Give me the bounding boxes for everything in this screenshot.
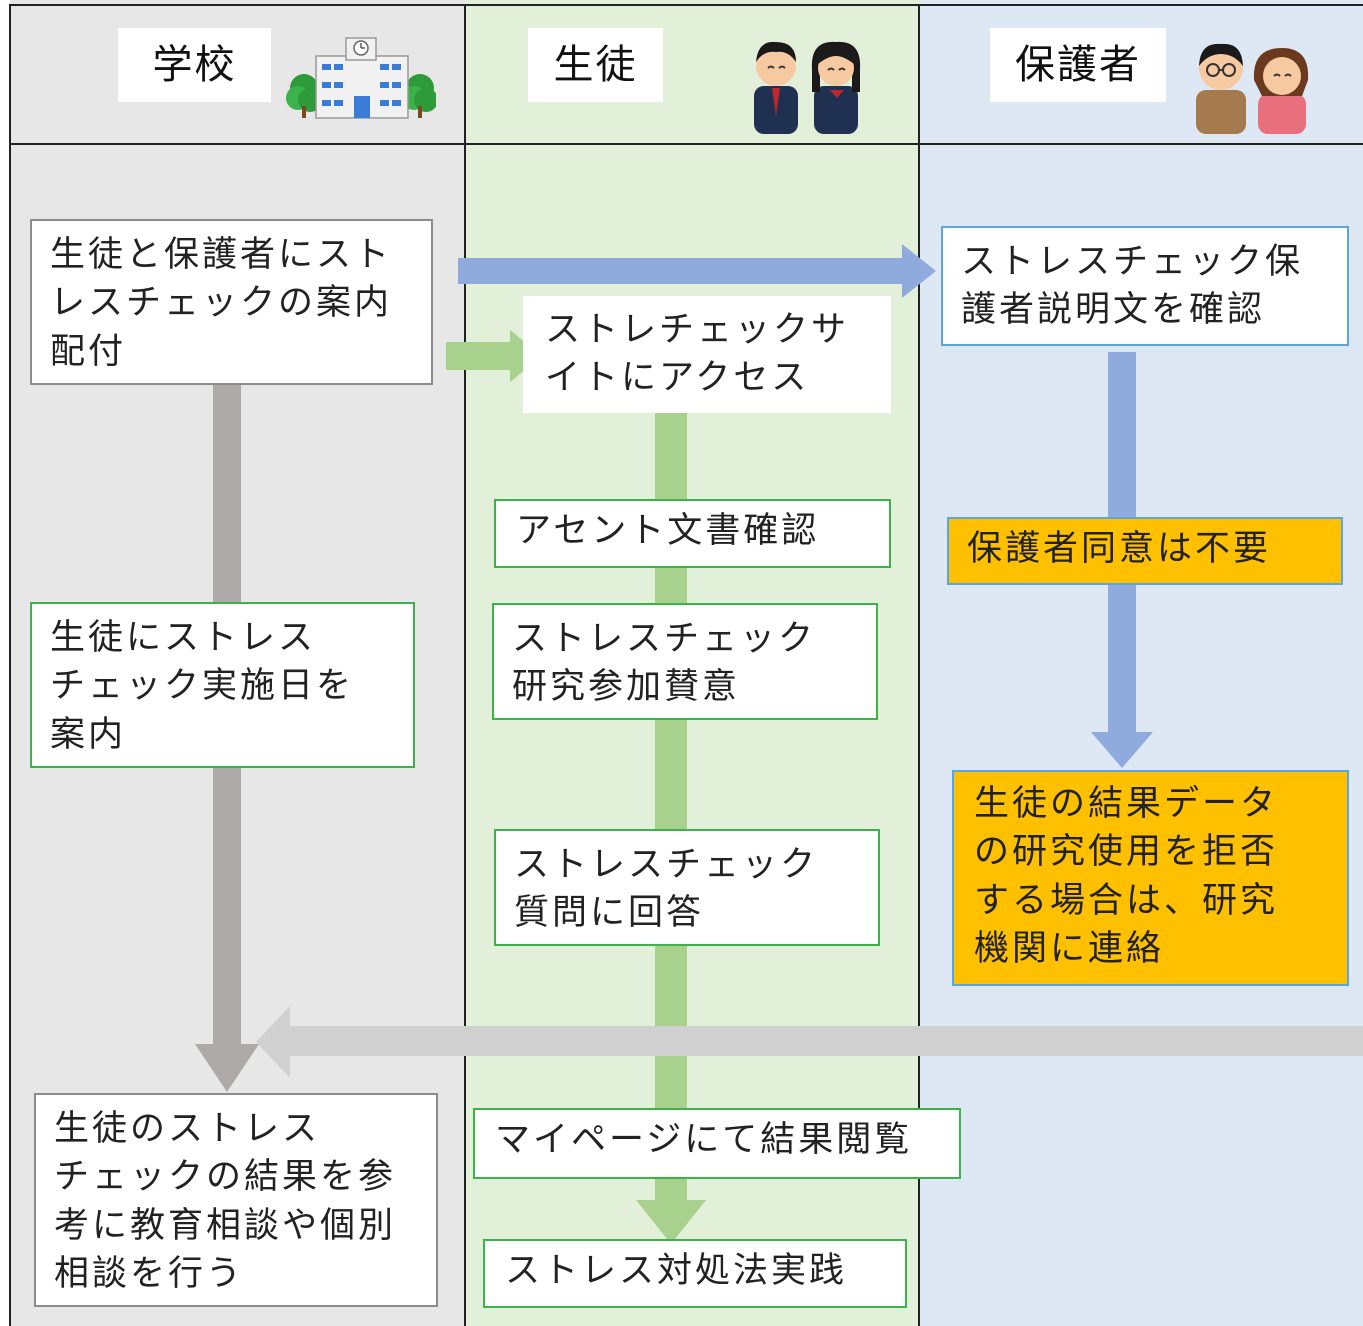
box-student-assent: アセント文書確認 bbox=[494, 499, 891, 568]
parent-to-school-arrow bbox=[256, 1006, 1363, 1106]
lane-parent bbox=[920, 0, 1363, 1326]
school-building-icon bbox=[286, 36, 436, 120]
school-to-parent-arrow bbox=[458, 244, 936, 298]
header-parent: 保護者 bbox=[990, 28, 1166, 102]
box-school-distribute: 生徒と保護者にスト レスチェックの案内 配付 bbox=[30, 219, 433, 385]
box-parent-confirm: ストレスチェック保 護者説明文を確認 bbox=[941, 226, 1349, 346]
header-student: 生徒 bbox=[528, 28, 663, 102]
box-student-mypage: マイページにて結果閲覧 bbox=[473, 1108, 961, 1179]
left-border bbox=[9, 4, 11, 1326]
box-student-access: ストレチェックサ イトにアクセス bbox=[523, 296, 891, 413]
lane-divider-1 bbox=[464, 4, 466, 1326]
box-student-practice: ストレス対処法実践 bbox=[483, 1239, 907, 1308]
box-parent-refuse: 生徒の結果データ の研究使用を拒否 する場合は、研究 機関に連絡 bbox=[952, 770, 1349, 986]
lane-divider-2 bbox=[918, 4, 920, 1326]
box-school-consult: 生徒のストレス チェックの結果を参 考に教育相談や個別 相談を行う bbox=[34, 1093, 438, 1307]
box-student-consent: ストレスチェック 研究参加賛意 bbox=[492, 603, 878, 720]
header-divider bbox=[10, 143, 1363, 145]
parents-icon bbox=[1190, 36, 1312, 134]
box-school-notify-date: 生徒にストレス チェック実施日を 案内 bbox=[30, 602, 415, 768]
header-school: 学校 bbox=[118, 28, 271, 102]
top-border bbox=[10, 4, 1363, 6]
box-student-answer: ストレスチェック 質問に回答 bbox=[494, 829, 880, 946]
box-parent-no-consent: 保護者同意は不要 bbox=[947, 517, 1343, 585]
students-icon bbox=[748, 36, 868, 134]
